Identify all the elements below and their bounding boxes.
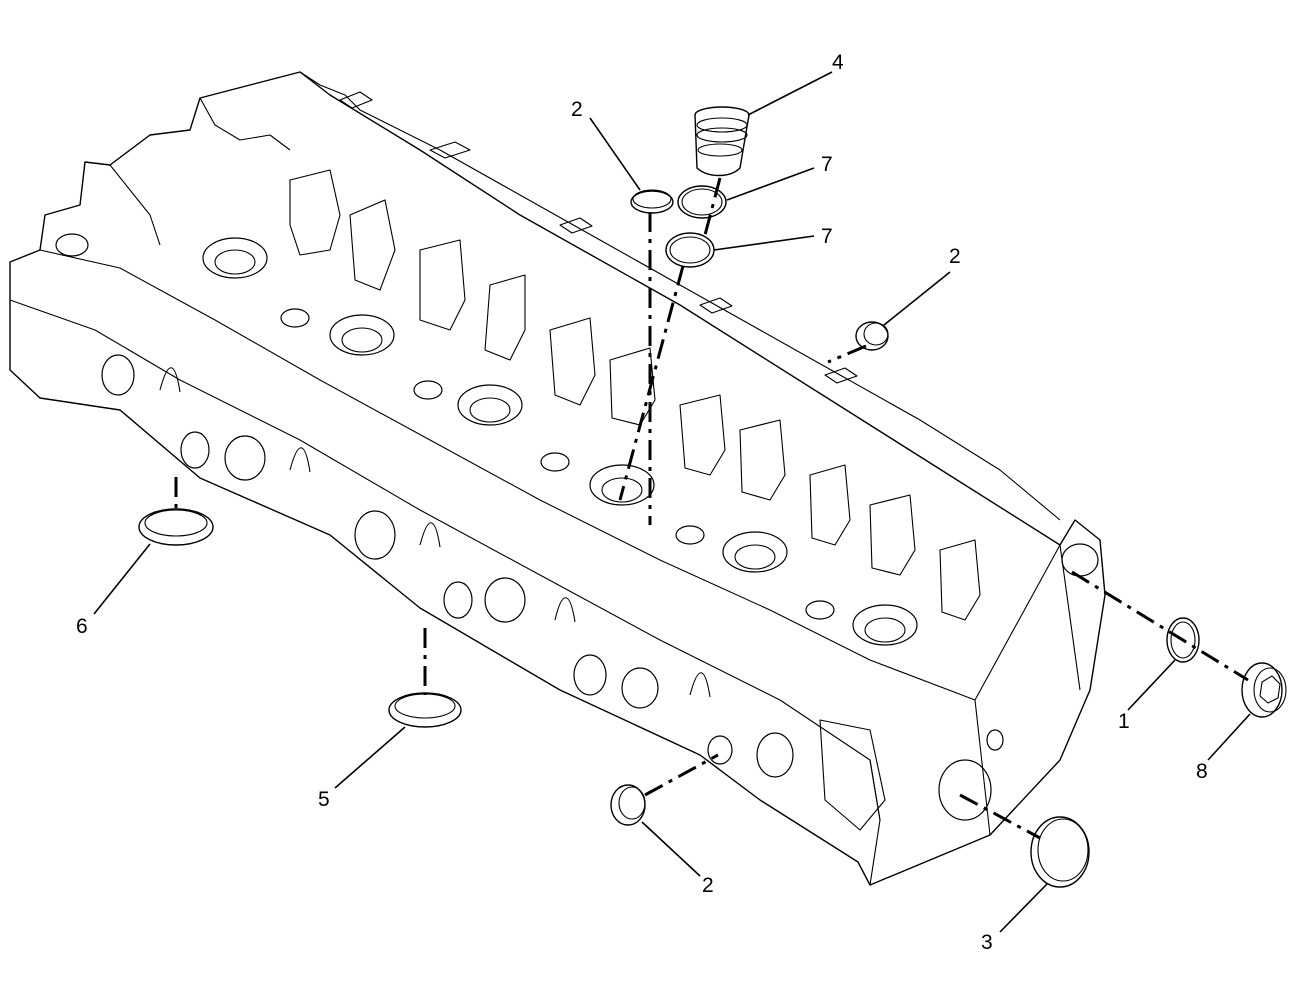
callout-labels: 4 2 7 7 2 6 5 1 8 2 3 — [76, 51, 1208, 954]
part-4-sleeve — [694, 106, 750, 177]
part-6-seal — [138, 508, 214, 546]
callout-7-lower: 7 — [821, 225, 833, 248]
part-2-plug-bottom — [610, 784, 646, 826]
callout-8: 8 — [1196, 760, 1208, 783]
callout-4: 4 — [832, 51, 844, 74]
callout-5: 5 — [318, 788, 330, 811]
part-8-plug — [1241, 662, 1287, 718]
part-2-plug-right — [855, 321, 889, 351]
part-5-seal — [388, 692, 462, 728]
part-3-cap — [1030, 816, 1090, 888]
callout-7-upper: 7 — [821, 153, 833, 176]
cylinder-head — [9, 71, 1106, 886]
part-2-plug-top — [630, 189, 674, 214]
callout-2-top: 2 — [571, 98, 583, 121]
callout-2-bottom: 2 — [702, 874, 714, 897]
part-7-oring-upper — [677, 185, 727, 219]
assembly-lines — [174, 177, 1249, 840]
callout-6: 6 — [76, 615, 88, 638]
leader-lines — [93, 71, 1251, 933]
part-7-oring-lower — [665, 232, 715, 268]
callout-3: 3 — [981, 931, 993, 954]
callout-1: 1 — [1118, 710, 1130, 733]
callout-2-right: 2 — [949, 245, 961, 268]
